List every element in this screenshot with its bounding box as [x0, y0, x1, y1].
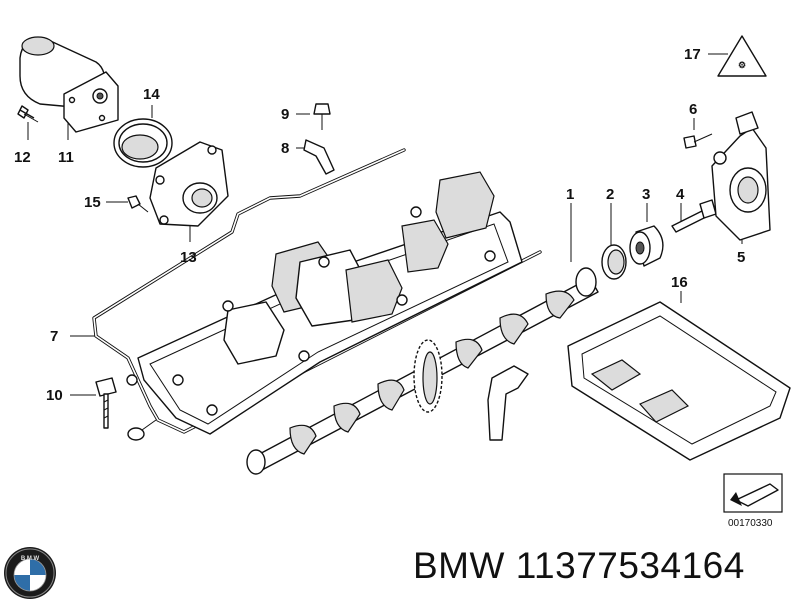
callout-6: 6 — [689, 101, 697, 118]
callout-10: 10 — [46, 387, 63, 404]
callout-17: 17 — [684, 46, 701, 63]
bolt-4 — [671, 199, 717, 233]
callout-11: 11 — [58, 149, 74, 166]
camshaft — [246, 267, 599, 475]
bolt-9 — [313, 103, 331, 130]
bolt-10 — [95, 377, 117, 429]
control-unit — [567, 301, 791, 461]
screw-15 — [127, 195, 149, 213]
callout-2: 2 — [606, 186, 614, 203]
callout-13: 13 — [180, 249, 197, 266]
callout-14: 14 — [143, 86, 160, 103]
bmw-roundel-logo: B M W — [4, 547, 56, 599]
callout-5: 5 — [737, 249, 745, 266]
diagram-code: 00170330 — [728, 518, 773, 529]
gearbox-housing — [149, 141, 229, 227]
callout-numbers: 1 2 3 4 5 6 7 8 9 10 11 12 13 14 15 16 1… — [14, 46, 745, 404]
callout-8: 8 — [281, 140, 289, 157]
cylinder-head-cover — [126, 171, 523, 435]
needle-bearing — [601, 244, 627, 280]
callout-4: 4 — [676, 186, 685, 203]
screw-12 — [17, 105, 39, 123]
svg-text:B M W: B M W — [21, 556, 40, 562]
callout-3: 3 — [642, 186, 650, 203]
seal-ring — [113, 118, 173, 168]
callout-1: 1 — [566, 186, 574, 203]
diagram-id-box: 00170330 — [723, 473, 783, 529]
roller-pulley — [629, 225, 664, 267]
callout-7: 7 — [50, 328, 58, 345]
svg-text:⚙: ⚙ — [738, 60, 746, 70]
callout-9: 9 — [281, 106, 289, 123]
callout-15: 15 — [84, 194, 101, 211]
brand-part-number: BMW 11377534164 — [413, 545, 745, 586]
warning-label: ⚙ — [717, 35, 767, 77]
screw-6 — [683, 133, 713, 149]
eccentric-shaft-sensor — [711, 111, 771, 241]
actuator-motor — [19, 36, 119, 133]
bracket-8 — [303, 139, 335, 175]
callout-12: 12 — [14, 149, 31, 166]
oil-line-tube — [92, 148, 542, 441]
callout-16: 16 — [671, 274, 688, 291]
camshaft-bracket — [487, 365, 529, 441]
